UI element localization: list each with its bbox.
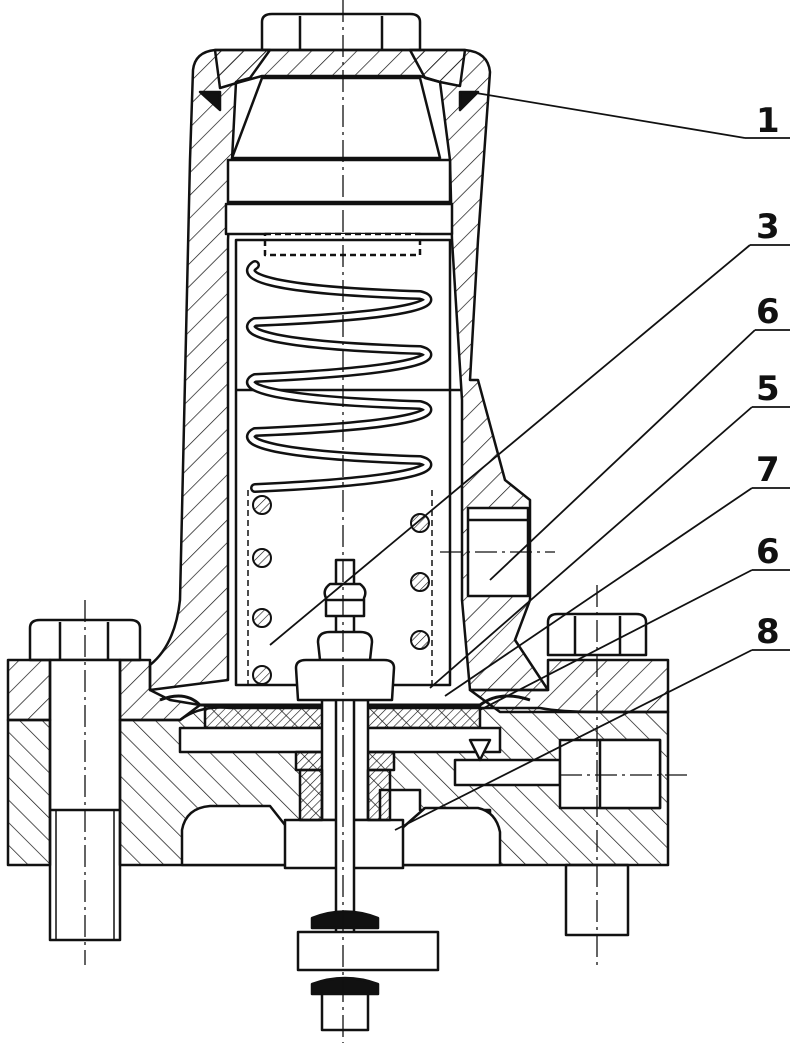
bottom-adjuster: [296, 910, 440, 1032]
lower-cavity-left: [180, 804, 297, 867]
lower-cavity-right: [398, 806, 502, 867]
callout-5: 5: [756, 369, 780, 409]
callout-7: 7: [756, 450, 780, 490]
lower-body: [6, 718, 52, 867]
spring-wire-sections: [252, 495, 430, 685]
spring-seat-plate: [224, 202, 454, 236]
center-lines: [84, 0, 690, 1043]
callout-1: 1: [756, 101, 780, 141]
callout-3: 3: [756, 207, 780, 247]
bonnet-left-wall: [148, 48, 272, 692]
callout-6-upper: 6: [756, 292, 780, 332]
top-hex-nut: [260, 12, 422, 52]
bonnet-top-cap: [213, 48, 467, 90]
callout-8: 8: [756, 612, 780, 652]
upper-flange: [6, 658, 52, 722]
callout-6-lower: 6: [756, 532, 780, 572]
callout-labels: 1 3 6 5 7 6 8: [756, 101, 780, 652]
spring-cap: [230, 76, 442, 160]
callout-leaders: [269, 91, 790, 831]
valve-stem-assembly: [283, 558, 405, 962]
